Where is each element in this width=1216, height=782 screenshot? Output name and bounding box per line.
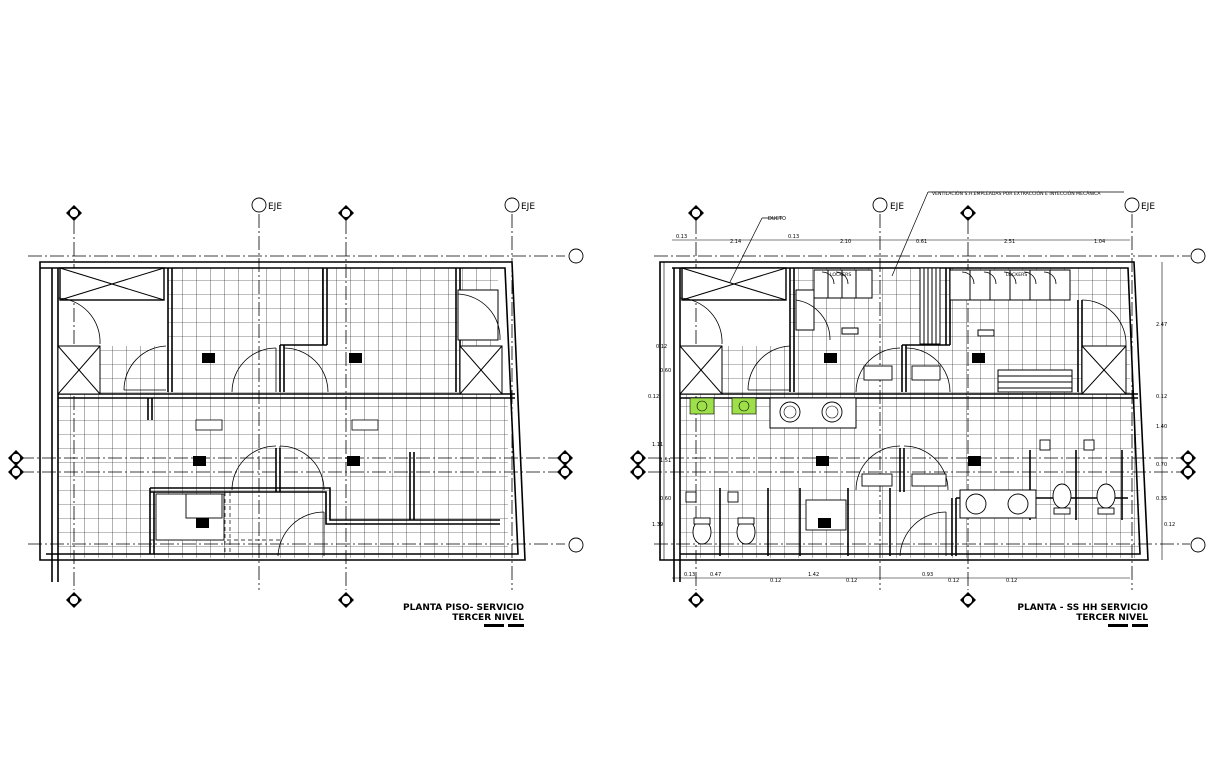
right-top-dimensions: 0.13 2.14 0.13 2.10 0.61 2.51 1.04 bbox=[676, 234, 1105, 245]
dim-bottom-5: 0.12 bbox=[846, 578, 857, 584]
left-floor-plan: EJE EJE PLANTA PISO- SERVICIO TERCER NIV… bbox=[7, 197, 584, 627]
dim-bottom-4: 1.42 bbox=[808, 572, 819, 578]
dim-bottom-7: 0.12 bbox=[948, 578, 959, 584]
left-axis-label-2: EJE bbox=[521, 202, 535, 212]
dim-left-1: 0.12 bbox=[656, 344, 667, 350]
left-lower-room bbox=[155, 493, 225, 541]
dim-top-1: 0.13 bbox=[676, 234, 687, 240]
lockers-label-2: LOCKERS bbox=[1006, 272, 1027, 278]
left-axis-bubbles bbox=[7, 197, 584, 609]
right-axis-label-2: EJE bbox=[1141, 202, 1155, 212]
dim-bottom-1: 0.13 bbox=[684, 572, 695, 578]
dim-bottom-3: 0.12 bbox=[770, 578, 781, 584]
dim-top-7: 1.04 bbox=[1094, 239, 1105, 245]
right-floor-plan: DUCTO VENTILACIÓN S.H.EMPLEADAS POR EXTR… bbox=[629, 190, 1206, 627]
dim-bottom-6: 0.93 bbox=[922, 572, 933, 578]
right-walls bbox=[659, 261, 1149, 582]
dim-left-2: 0.60 bbox=[660, 368, 671, 374]
right-bottom-dimensions: 0.13 0.47 0.12 1.42 0.12 0.93 0.12 0.12 bbox=[684, 572, 1017, 584]
right-plan-subtitle: TERCER NIVEL bbox=[1076, 613, 1148, 623]
right-scale-bar bbox=[1108, 624, 1148, 627]
right-annotation-leaders bbox=[729, 191, 1124, 283]
right-axis-label-1: EJE bbox=[890, 202, 904, 212]
right-drain-markers bbox=[816, 353, 985, 528]
dim-left-5: 1.51 bbox=[660, 458, 671, 464]
right-doors bbox=[679, 271, 1127, 557]
right-tile-floor-lower bbox=[680, 398, 1140, 558]
dim-left-3: 0.12 bbox=[648, 394, 659, 400]
dim-top-2: 2.14 bbox=[730, 239, 741, 245]
dim-right-3: 1.40 bbox=[1156, 424, 1167, 430]
left-tile-floor-lower bbox=[58, 398, 508, 558]
dim-right-4: 0.70 bbox=[1156, 462, 1167, 468]
left-drain-markers bbox=[193, 353, 362, 528]
left-plan-title: PLANTA PISO- SERVICIO bbox=[403, 603, 524, 613]
left-axis-lines bbox=[20, 214, 565, 590]
right-axis-bubbles bbox=[629, 197, 1206, 609]
dim-right-5: 0.35 bbox=[1156, 496, 1167, 502]
dim-top-4: 2.10 bbox=[840, 239, 851, 245]
left-scale-bar bbox=[484, 624, 524, 627]
ducto-label: DUCTO bbox=[768, 216, 786, 222]
right-toilets bbox=[685, 365, 1116, 545]
left-duct bbox=[57, 267, 503, 395]
left-doors bbox=[57, 293, 501, 557]
dim-right-6: 0.12 bbox=[1164, 522, 1175, 528]
left-plan-subtitle: TERCER NIVEL bbox=[452, 613, 524, 623]
right-lavatory-counter bbox=[769, 397, 857, 429]
right-plan-title: PLANTA - SS HH SERVICIO bbox=[1017, 603, 1148, 613]
left-axis-label-1: EJE bbox=[268, 202, 282, 212]
dim-top-6: 2.51 bbox=[1004, 239, 1015, 245]
left-fixtures bbox=[195, 419, 379, 431]
dim-left-6: 0.60 bbox=[660, 496, 671, 502]
right-lower-sinks bbox=[959, 489, 1037, 519]
dim-top-3: 0.13 bbox=[788, 234, 799, 240]
right-green-fixtures bbox=[689, 397, 757, 415]
ventilation-note: VENTILACIÓN S.H.EMPLEADAS POR EXTRACCIÓN… bbox=[932, 190, 1101, 197]
dim-right-2: 0.12 bbox=[1156, 394, 1167, 400]
left-side-dimensions: 0.12 0.60 0.12 1.11 1.51 0.60 1.39 bbox=[648, 344, 671, 528]
left-tile-floor-upper bbox=[168, 268, 498, 398]
dim-left-7: 1.39 bbox=[652, 522, 663, 528]
dim-right-1: 2.47 bbox=[1156, 322, 1167, 328]
lockers-label-1: LOCKERS bbox=[830, 272, 851, 278]
dim-bottom-2: 0.47 bbox=[710, 572, 721, 578]
right-side-dimensions: 2.47 0.12 1.40 0.70 0.35 0.12 bbox=[1156, 322, 1175, 528]
dim-left-4: 1.11 bbox=[652, 442, 663, 448]
right-dimension-lines bbox=[663, 239, 1163, 579]
dim-bottom-8: 0.12 bbox=[1006, 578, 1017, 584]
dim-top-5: 0.61 bbox=[916, 239, 927, 245]
